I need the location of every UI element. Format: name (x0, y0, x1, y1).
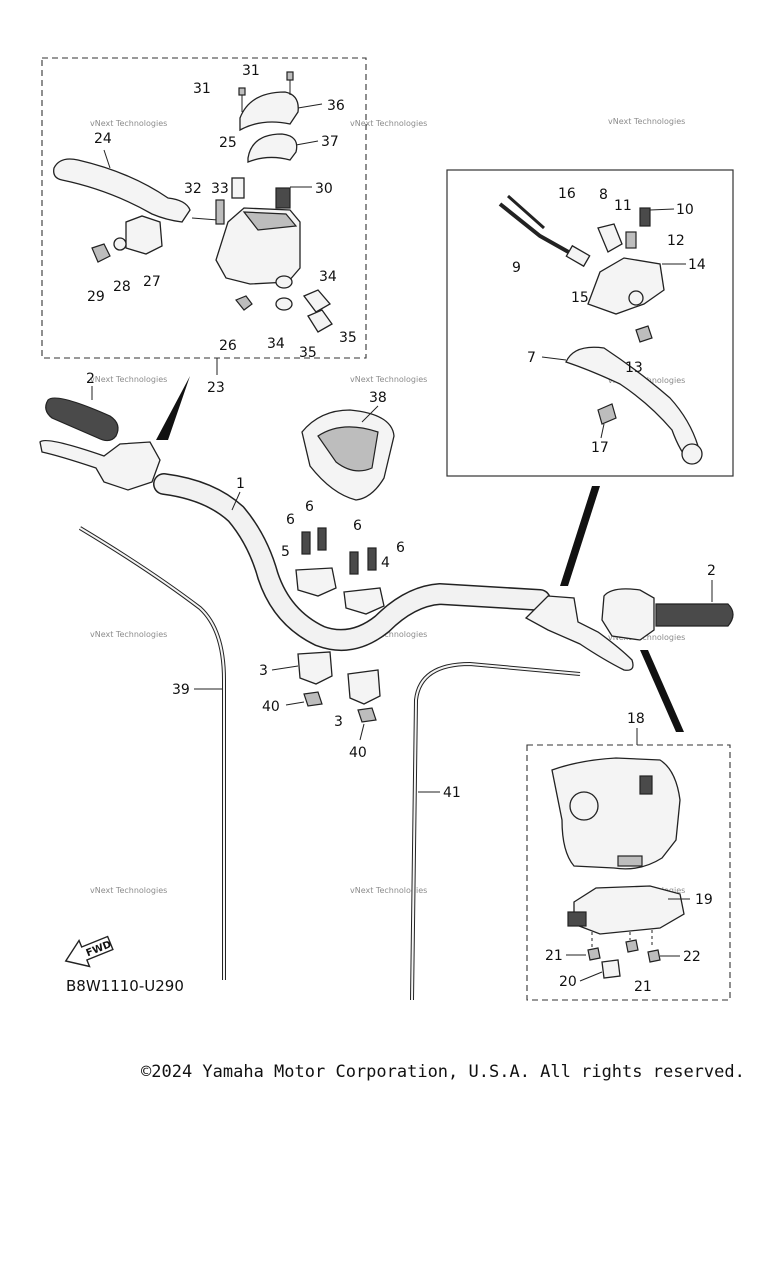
callout-28: 28 (113, 279, 131, 295)
watermark: vNext Technologies (90, 630, 167, 639)
callout-24: 24 (94, 131, 112, 147)
callout-30: 30 (315, 181, 333, 197)
leader-wedge (560, 486, 600, 586)
part-4-holder (343, 587, 385, 615)
callout-1: 1 (236, 476, 245, 492)
callout-13: 13 (625, 360, 643, 376)
diagram-code: B8W1110-U290 (66, 977, 184, 995)
callout-9: 9 (512, 260, 521, 276)
part-5-holder (295, 567, 337, 597)
watermark: vNext Technologies (350, 119, 427, 128)
handlebar-parts-diagram: vNext Technologies vNext Technologies vN… (39, 57, 734, 1001)
leader-wedge (640, 650, 684, 732)
callout-15: 15 (571, 290, 589, 306)
group-18-box (526, 744, 731, 1001)
part-14-bracket (587, 257, 665, 315)
callout-11: 11 (614, 198, 632, 214)
part-19-switch-base (573, 885, 685, 935)
watermark: vNext Technologies (90, 119, 167, 128)
callout-34: 34 (267, 336, 285, 352)
callout-6: 6 (286, 512, 295, 528)
callout-5: 5 (281, 544, 290, 560)
callout-26: 26 (219, 338, 237, 354)
callout-33: 33 (211, 181, 229, 197)
callout-7: 7 (527, 350, 536, 366)
part-39-cable (78, 526, 226, 980)
callout-6: 6 (353, 518, 362, 534)
fwd-arrow-icon: FWD (64, 935, 114, 968)
part-2-left-grip (45, 397, 119, 442)
callout-12: 12 (667, 233, 685, 249)
part-3-lower-holder (347, 669, 381, 705)
callout-32: 32 (184, 181, 202, 197)
callout-6: 6 (305, 499, 314, 515)
callout-35: 35 (299, 345, 317, 361)
callout-14: 14 (688, 257, 706, 273)
copyright-text: ©2024 Yamaha Motor Corporation, U.S.A. A… (141, 1062, 745, 1082)
part-3-lower-holder (297, 651, 333, 685)
callout-18: 18 (627, 711, 645, 727)
watermark: vNext Technologies (350, 886, 427, 895)
callout-3: 3 (259, 663, 268, 679)
watermark: vNext Technologies (350, 630, 427, 639)
group-23-box (41, 57, 367, 359)
callout-37: 37 (321, 134, 339, 150)
watermark: vNext Technologies (90, 375, 167, 384)
callout-27: 27 (143, 274, 161, 290)
watermark: vNext Technologies (608, 117, 685, 126)
callout-41: 41 (443, 785, 461, 801)
callout-4: 4 (381, 555, 390, 571)
callout-6: 6 (396, 540, 405, 556)
callout-2: 2 (86, 371, 95, 387)
part-8-holder (597, 223, 623, 253)
part-right-clutch-assembly (524, 595, 634, 671)
callout-36: 36 (327, 98, 345, 114)
part-2-right-grip (655, 603, 734, 627)
callout-25: 25 (219, 135, 237, 151)
callout-38: 38 (369, 390, 387, 406)
callout-23: 23 (207, 380, 225, 396)
callout-22: 22 (683, 949, 701, 965)
part-36-cover (239, 91, 299, 132)
clutch-lever-detail-box (446, 169, 734, 477)
part-37-diaphragm (247, 133, 298, 163)
callout-8: 8 (599, 187, 608, 203)
callout-31: 31 (193, 81, 211, 97)
callout-40: 40 (349, 745, 367, 761)
callout-3: 3 (334, 714, 343, 730)
callout-40: 40 (262, 699, 280, 715)
callout-35: 35 (339, 330, 357, 346)
callout-21: 21 (634, 979, 652, 995)
part-switch-housing (551, 757, 681, 870)
callout-31: 31 (242, 63, 260, 79)
part-24-lever (53, 158, 191, 223)
leader-wedge (156, 376, 190, 440)
part-9-switch-wire (498, 202, 573, 256)
callout-17: 17 (591, 440, 609, 456)
part-left-brake-assembly (39, 439, 161, 491)
part-27-bracket (125, 215, 163, 255)
callout-2: 2 (707, 563, 716, 579)
watermark: vNext Technologies (90, 886, 167, 895)
callout-39: 39 (172, 682, 190, 698)
part-right-switch (601, 588, 655, 641)
callout-10: 10 (676, 202, 694, 218)
callout-21: 21 (545, 948, 563, 964)
callout-34: 34 (319, 269, 337, 285)
watermark: vNext Technologies (350, 375, 427, 384)
watermark: vNext Technologies (608, 633, 685, 642)
callout-19: 19 (695, 892, 713, 908)
callout-20: 20 (559, 974, 577, 990)
callout-16: 16 (558, 186, 576, 202)
callout-29: 29 (87, 289, 105, 305)
